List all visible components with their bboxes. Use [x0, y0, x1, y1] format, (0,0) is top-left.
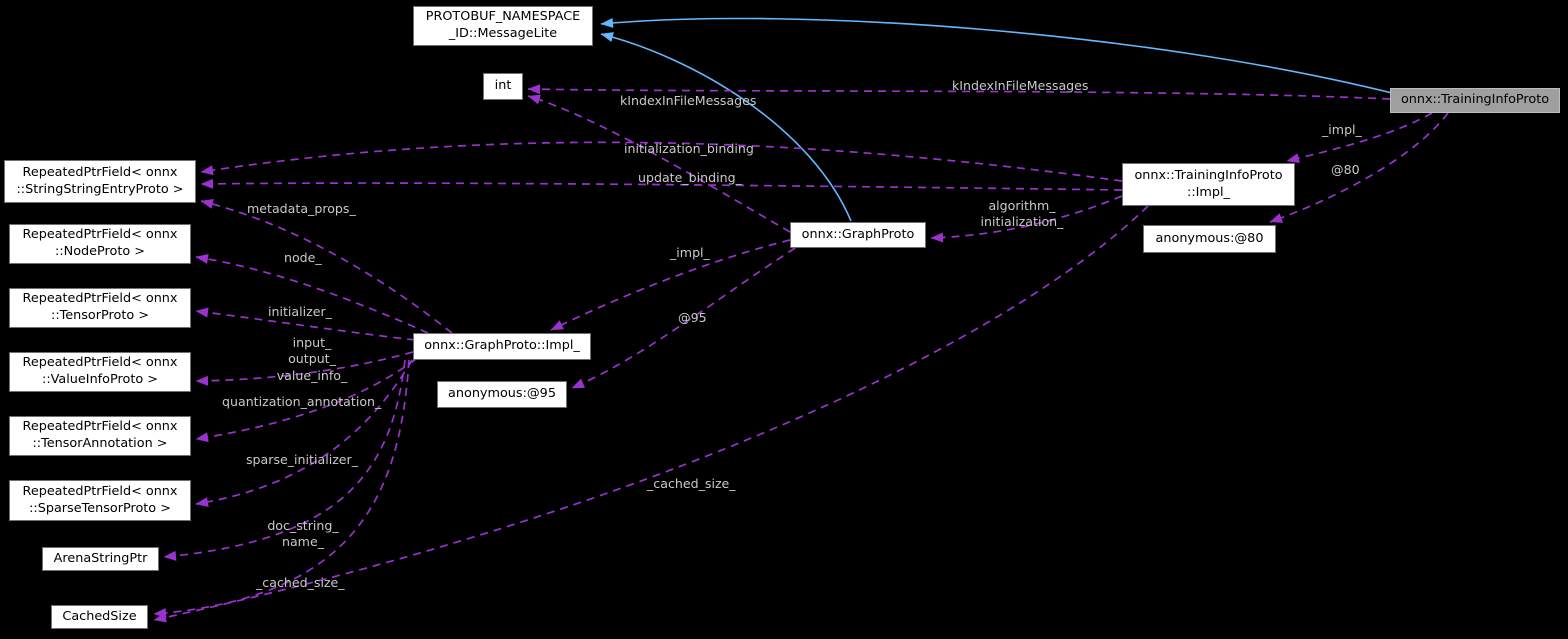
edge-at95	[571, 247, 796, 389]
node-anonymous-95[interactable]: anonymous:@95	[437, 381, 567, 408]
node-anonymous-80[interactable]: anonymous:@80	[1143, 225, 1276, 253]
edge-node	[195, 253, 429, 334]
node-repeatedptrfield-tensorproto[interactable]: RepeatedPtrField< onnx ::TensorProto >	[9, 288, 191, 328]
node-messagelite[interactable]: PROTOBUF_NAMESPACE _ID::MessageLite	[413, 6, 593, 46]
edge-initialization-binding	[200, 141, 1123, 182]
edge-impl-graph	[550, 239, 791, 331]
node-arenastringptr[interactable]: ArenaStringPtr	[42, 547, 159, 571]
edge-input-output-value-info	[195, 351, 414, 386]
node-graphproto[interactable]: onnx::GraphProto	[790, 222, 926, 248]
edge-inherit-traininginfoproto-messagelite	[600, 17, 1393, 94]
edge-kindexinfilemessages-right	[527, 84, 1391, 100]
edge-at80	[1269, 112, 1449, 223]
node-repeatedptrfield-stringstringentryproto[interactable]: RepeatedPtrField< onnx ::StringStringEnt…	[4, 160, 196, 203]
edge-algorithm-initialization	[930, 195, 1123, 243]
edge-cached-size-graph	[153, 359, 410, 619]
edge-doc-string-name	[163, 359, 406, 561]
edge-initializer	[195, 307, 416, 341]
edge-sparse-initializer	[195, 359, 413, 508]
node-repeatedptrfield-tensorannotation[interactable]: RepeatedPtrField< onnx ::TensorAnnotatio…	[9, 416, 191, 456]
edge-metadata-props	[200, 199, 453, 334]
node-repeatedptrfield-sparsetensorproto[interactable]: RepeatedPtrField< onnx ::SparseTensorPro…	[9, 480, 191, 521]
node-repeatedptrfield-nodeproto[interactable]: RepeatedPtrField< onnx ::NodeProto >	[9, 224, 191, 264]
edge-cached-size-training	[153, 205, 1149, 623]
edge-kindexinfilemessages-left	[527, 94, 791, 233]
edge-update-binding	[200, 178, 1123, 191]
node-cachedsize[interactable]: CachedSize	[51, 605, 148, 629]
node-int[interactable]: int	[483, 73, 523, 100]
edge-quantization-annotation	[195, 358, 417, 443]
node-graphproto-impl[interactable]: onnx::GraphProto::Impl_	[413, 333, 591, 360]
node-traininginfoproto-impl[interactable]: onnx::TrainingInfoProto ::Impl_	[1122, 163, 1295, 206]
edge-inherit-graphproto-messagelite	[600, 32, 852, 222]
node-repeatedptrfield-valueinfoproto[interactable]: RepeatedPtrField< onnx ::ValueInfoProto …	[9, 352, 191, 392]
edge-impl-training	[1286, 112, 1433, 164]
node-traininginfoproto-current: onnx::TrainingInfoProto	[1390, 88, 1560, 113]
